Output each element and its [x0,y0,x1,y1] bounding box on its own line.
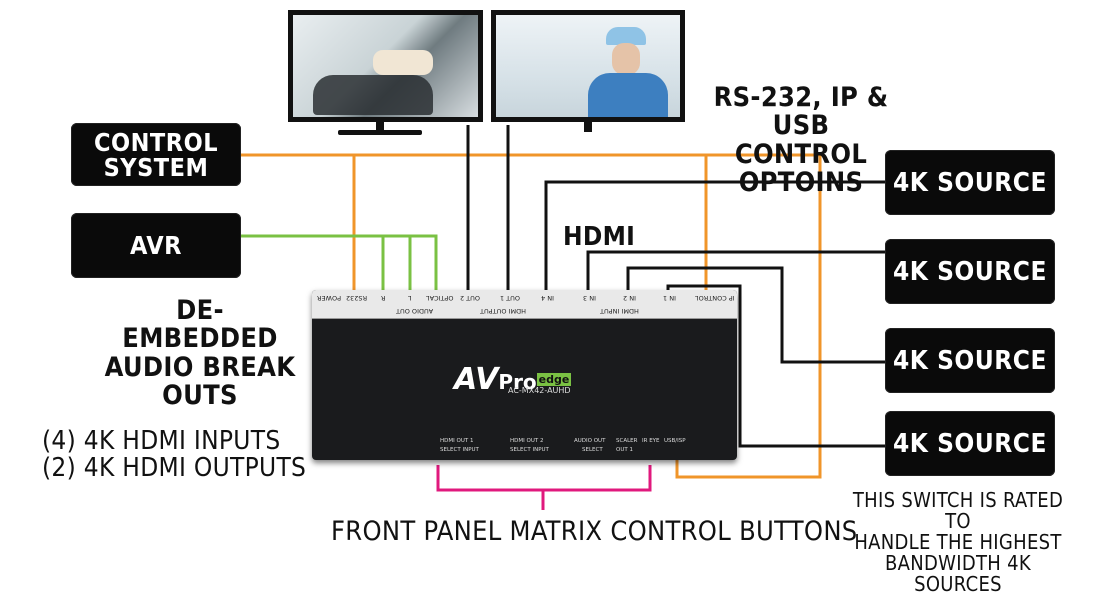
control-ir-eye-top: IR EYE [642,438,660,444]
group-audio-out: AUDIO OUT [396,307,434,315]
control-audio-out-bottom: SELECT [582,447,603,453]
source-box-4: 4K SOURCE [885,411,1055,476]
source-box-2: 4K SOURCE [885,239,1055,304]
rating-line-1: THIS SWITCH IS RATED TO [852,488,1064,533]
outputs-line: (2) 4K HDMI OUTPUTS [42,453,307,484]
control-options-line-2: CONTROL OPTOINS [734,138,868,199]
group-hdmi-input: HDMI INPUT [600,307,639,315]
port-rs232: RS232 [346,294,368,302]
inputs-outputs-label: (4) 4K HDMI INPUTS (2) 4K HDMI OUTPUTS [42,426,307,484]
control-hdmi-out-1-bottom: SELECT INPUT [440,447,479,453]
port-power: POWER [317,294,342,302]
port-in-2: IN 2 [623,294,636,302]
port-out-2: OUT 2 [460,294,481,302]
port-in-1: IN 1 [663,294,676,302]
port-audio-r: R [381,294,386,302]
rear-panel: POWER RS232 R L OPTICAL OUT 2 OUT 1 IN 4… [312,290,737,319]
port-optical: OPTICAL [426,294,454,302]
brand-pro: Pro [498,370,537,394]
control-scaler-top: SCALER [616,438,638,444]
control-options-label: RS-232, IP & USB CONTROL OPTOINS [706,82,896,199]
de-embedded-line-1: DE-EMBEDDED [122,295,278,355]
de-embedded-line-2: AUDIO BREAK OUTS [104,351,296,412]
source-box-1: 4K SOURCE [885,150,1055,215]
source-2-label: 4K SOURCE [893,256,1047,287]
control-system-line-2: SYSTEM [103,152,209,182]
port-in-4: IN 4 [541,294,554,302]
matrix-switch-device: POWER RS232 R L OPTICAL OUT 2 OUT 1 IN 4… [312,290,737,460]
brand-edge: edge [536,373,572,386]
rating-line-3: BANDWIDTH 4K SOURCES [885,551,1031,596]
source-1-label: 4K SOURCE [893,167,1047,198]
control-options-line-1: RS-232, IP & USB [713,82,889,142]
control-hdmi-out-2-top: HDMI OUT 2 [510,438,544,444]
model-number: AC-MX42-AUHD [508,386,571,395]
tv-right-screen [491,10,685,122]
rating-label: THIS SWITCH IS RATED TO HANDLE THE HIGHE… [840,490,1076,595]
control-hdmi-out-1-top: HDMI OUT 1 [440,438,474,444]
tv-left-stand [376,122,384,132]
control-system-line-1: CONTROL [93,127,219,157]
avr-label: AVR [130,231,182,260]
source-3-label: 4K SOURCE [893,345,1047,376]
tv-left-base [338,130,422,135]
control-usb-isp-top: USB/ISP [664,438,686,444]
front-panel-bracket [436,465,652,510]
control-audio-out-top: AUDIO OUT [574,438,606,444]
tv-right-stand [584,122,592,132]
wiring-diagram [241,125,885,510]
front-controls: HDMI OUT 1 SELECT INPUT HDMI OUT 2 SELEC… [434,438,694,458]
port-ip-control: IP CONTROL [695,294,735,302]
group-hdmi-output: HDMI OUTPUT [480,307,526,315]
control-hdmi-out-2-bottom: SELECT INPUT [510,447,549,453]
port-audio-l: L [408,294,412,302]
front-panel-label: FRONT PANEL MATRIX CONTROL BUTTONS [331,516,858,547]
control-wires [241,153,822,479]
port-out-1: OUT 1 [500,294,521,302]
avr-box: AVR [71,213,241,278]
source-box-3: 4K SOURCE [885,328,1055,393]
brand-av: AV [454,362,499,397]
audio-wires [241,234,438,300]
source-4-label: 4K SOURCE [893,428,1047,459]
rating-line-2: HANDLE THE HIGHEST [854,530,1062,554]
de-embedded-label: DE-EMBEDDED AUDIO BREAK OUTS [100,295,300,412]
port-in-3: IN 3 [583,294,596,302]
control-scaler-bottom: OUT 1 [616,447,633,453]
hdmi-label: HDMI [563,222,636,252]
inputs-line: (4) 4K HDMI INPUTS [42,426,281,456]
tv-left-screen [288,10,483,122]
